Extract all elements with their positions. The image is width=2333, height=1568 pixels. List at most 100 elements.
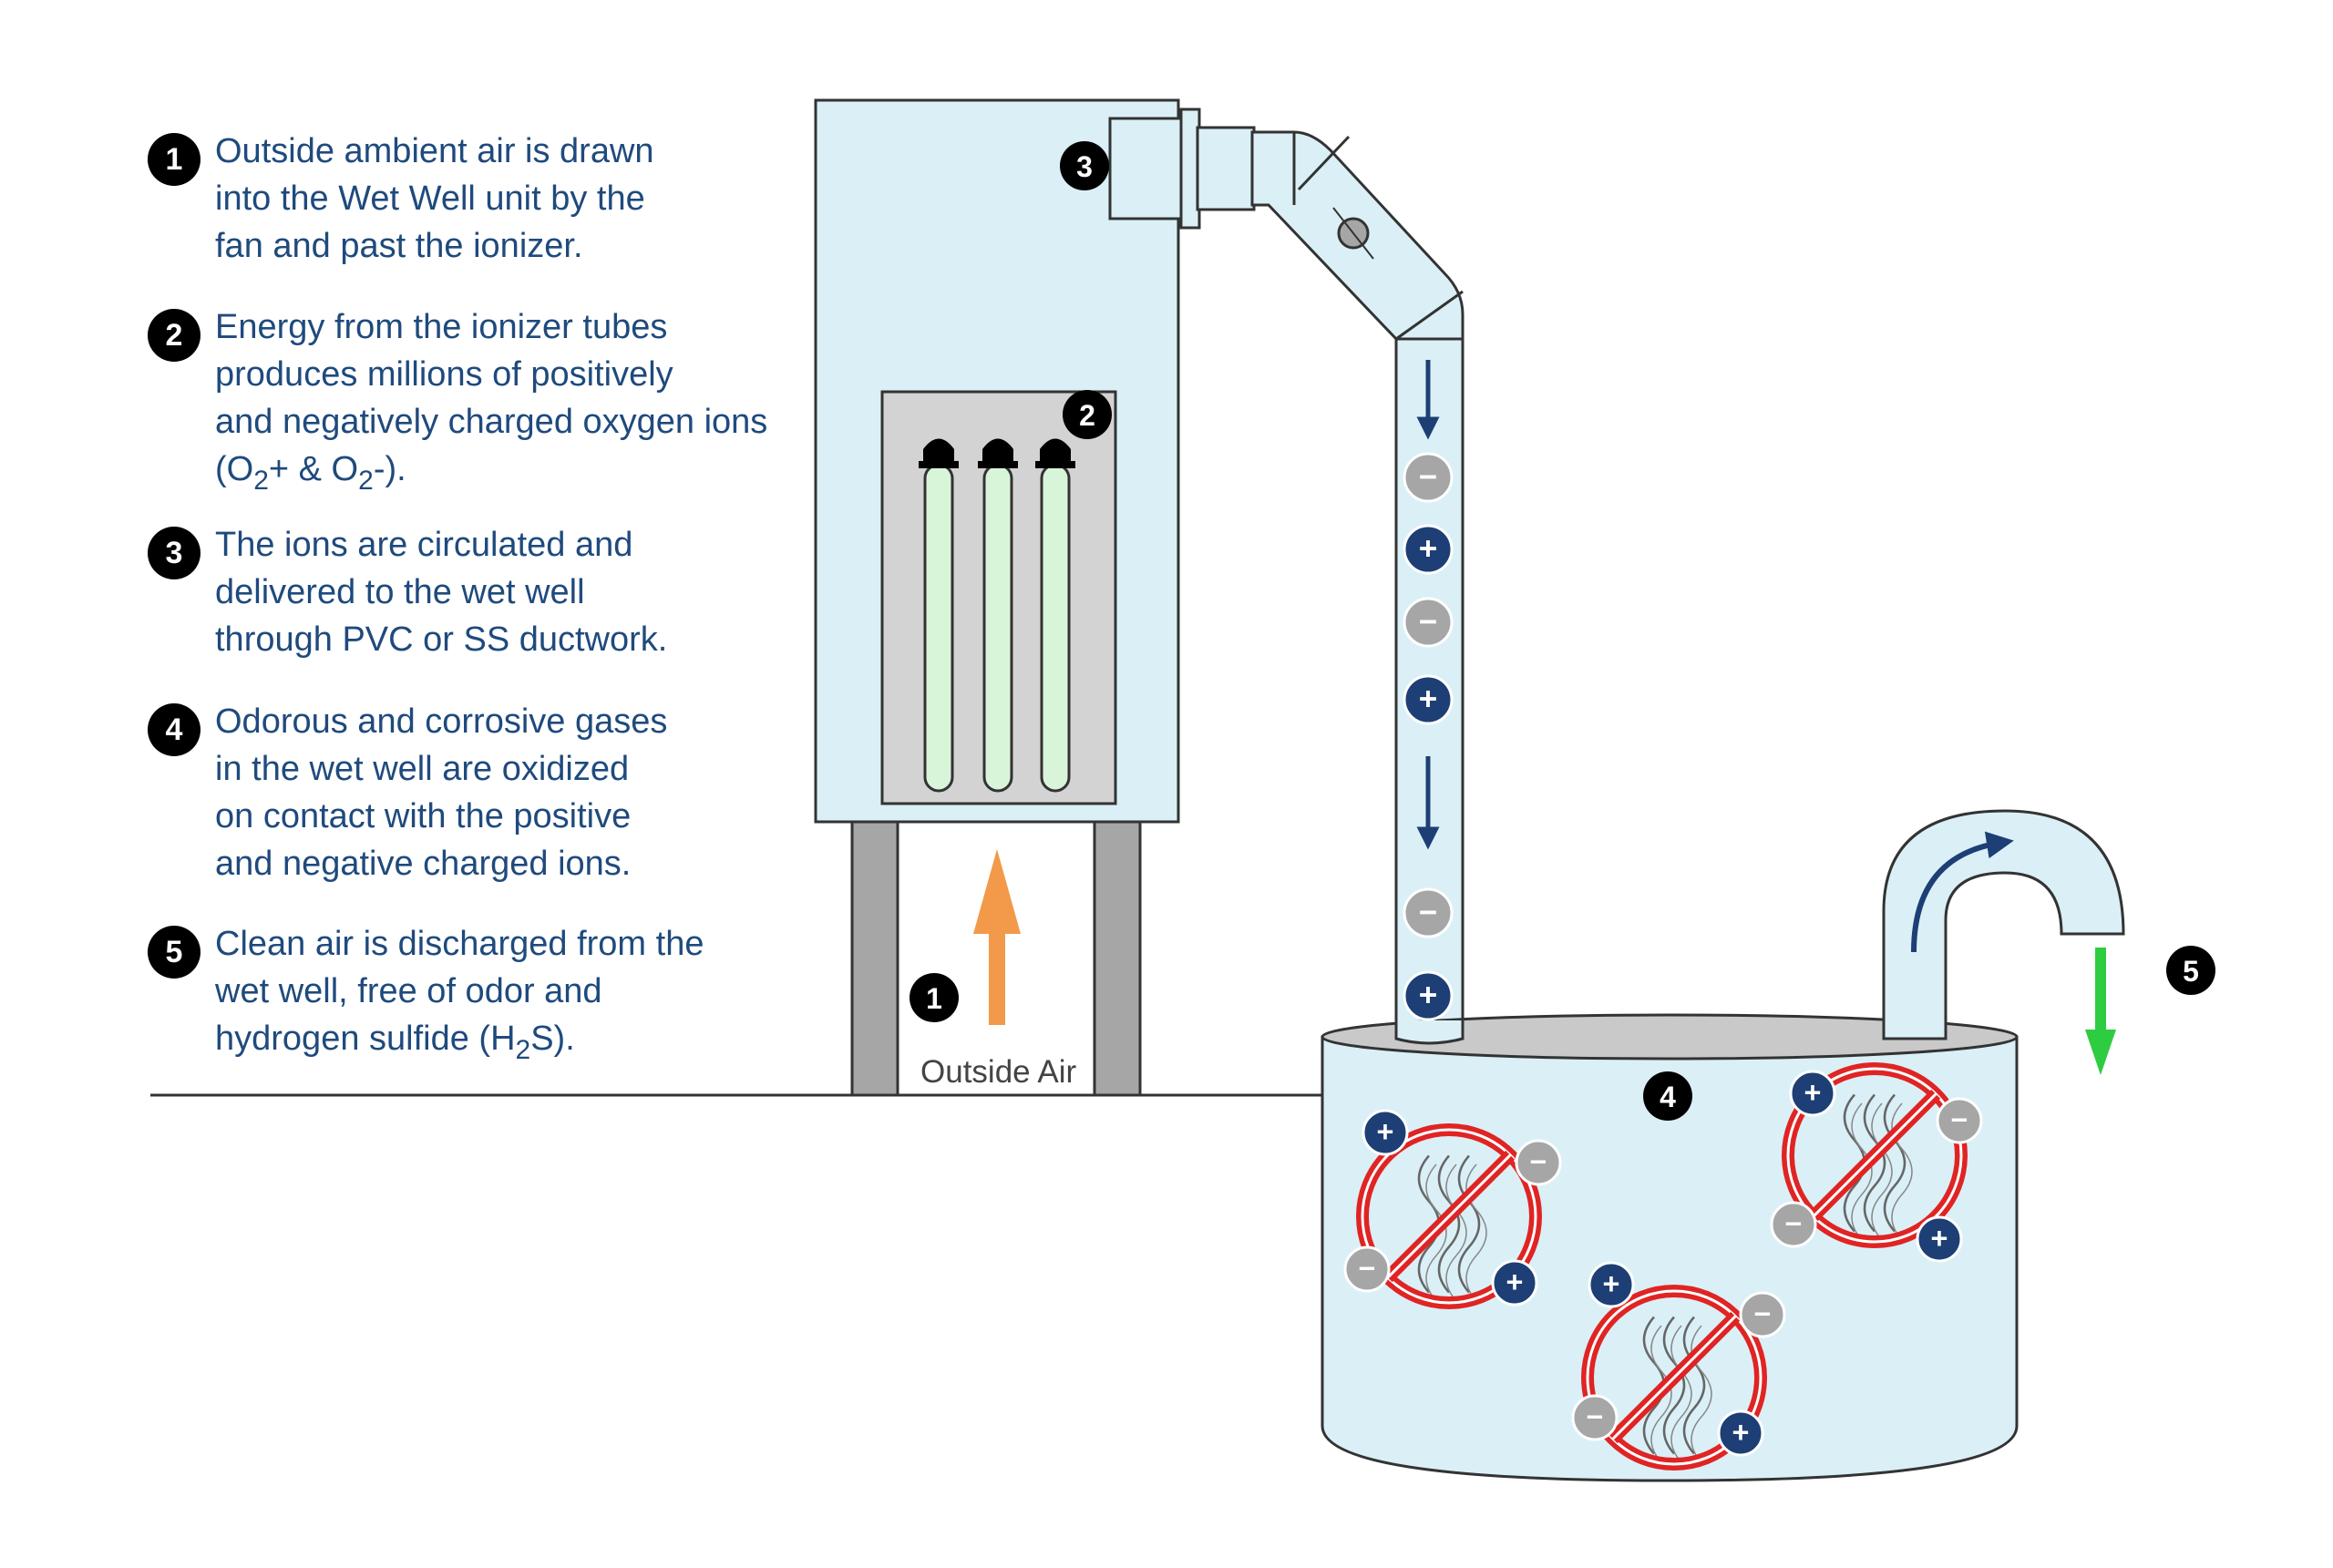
unit-leg-right (1093, 820, 1142, 1097)
positive-ion-icon: + (1789, 1070, 1836, 1117)
ion-circle (1717, 1409, 1764, 1457)
ionizer-tubes (919, 438, 1075, 793)
odor-wave (1425, 1163, 1447, 1302)
step-4-text: Odorous and corrosive gases in the wet w… (215, 698, 871, 887)
formula-part: S). (530, 1020, 575, 1058)
ion-sign: − (1419, 604, 1438, 640)
odor-neutralized-icon (1782, 1062, 1968, 1248)
positive-ion-icon: + (1916, 1215, 1963, 1263)
positive-ion-icon: + (1588, 1261, 1635, 1308)
formula-part: hydrogen sulfide (H (215, 1020, 516, 1058)
tube-cap-base (978, 461, 1018, 468)
negative-ion-icon: − (1403, 887, 1454, 938)
odor-wave (1871, 1102, 1893, 1241)
intake-arrow-head (973, 849, 1021, 934)
ion-circle (1403, 597, 1454, 648)
ion-sign: − (1951, 1103, 1968, 1136)
step-5-number: 5 (148, 926, 200, 979)
step-5-line: wet well, free of odor and (215, 972, 602, 1010)
positive-ion-icon: + (1717, 1409, 1764, 1457)
odor-wave (1863, 1093, 1886, 1233)
ion-circle (1491, 1259, 1538, 1307)
ion-circle (1343, 1245, 1391, 1293)
tube-body (923, 463, 954, 793)
step-4-line: on contact with the positive (215, 797, 632, 835)
no-symbol-slash-inner (1812, 1092, 1937, 1218)
marker-1-circle (910, 973, 959, 1022)
marker-2-circle (1063, 390, 1112, 439)
marker-2-label: 2 (1079, 399, 1095, 432)
odor-wave (1682, 1316, 1706, 1455)
step-3-text: The ions are circulated and delivered to… (215, 521, 871, 663)
step-2-line: Energy from the ionizer tubes (215, 308, 668, 346)
odor-neutralized-icon (1356, 1123, 1542, 1309)
ionizer-tube (1035, 438, 1075, 793)
unit-leg-left (850, 820, 899, 1097)
ion-sign: + (1804, 1076, 1822, 1109)
tube-cap (923, 438, 954, 463)
discharge-arrow-shaft (2095, 948, 2106, 1039)
marker-3-label: 3 (1076, 150, 1093, 183)
ionizer-tube (919, 438, 959, 793)
ion-sign: + (1377, 1115, 1394, 1148)
tube-body (982, 463, 1013, 793)
odor-wave (1437, 1154, 1461, 1294)
formula-part: (O (215, 450, 254, 488)
step-3-line: The ions are circulated and (215, 526, 633, 564)
outside-air-label: Outside Air (920, 1054, 1077, 1090)
fan-box (1108, 117, 1185, 220)
negative-ion-icon: − (1936, 1097, 1983, 1144)
step-4-number: 4 (148, 703, 200, 756)
step-1-line: fan and past the ionizer. (215, 227, 583, 265)
ion-sign: − (1359, 1252, 1376, 1285)
step-2-number: 2 (148, 309, 200, 362)
ion-circle (1403, 970, 1454, 1021)
ion-circle (1403, 524, 1454, 575)
step-2-line: and negatively charged oxygen ions (215, 403, 768, 441)
duct-end (1394, 1020, 1465, 1045)
negative-ion-icon: − (1403, 597, 1454, 648)
odor-wave (1851, 1102, 1873, 1241)
formula-subscript: 2 (358, 466, 374, 496)
tube-cap-base (919, 461, 959, 468)
negative-ion-icon: − (1770, 1201, 1817, 1248)
step-4-line: in the wet well are oxidized (215, 750, 630, 788)
step-3-number: 3 (148, 527, 200, 579)
formula-part: -). (373, 450, 406, 488)
odor-wave (1662, 1316, 1686, 1455)
marker-5-circle (2166, 946, 2215, 995)
odor-wave (1891, 1102, 1913, 1241)
formula-subscript: 2 (253, 466, 269, 496)
ion-circle (1403, 887, 1454, 938)
ion-sign: + (1931, 1222, 1948, 1255)
tube-cap-base (1035, 461, 1075, 468)
ion-sign: + (1419, 978, 1438, 1013)
positive-ion-icon: + (1491, 1259, 1538, 1307)
no-symbol-ring-inner (1586, 1289, 1763, 1466)
negative-ion-icon: − (1571, 1394, 1619, 1441)
negative-ion-icon: − (1343, 1245, 1391, 1293)
step-2-line: produces millions of positively (215, 355, 673, 394)
ion-circle (1936, 1097, 1983, 1144)
ion-circle (1588, 1261, 1635, 1308)
negative-ion-icon: − (1515, 1139, 1562, 1186)
odor-wave (1670, 1325, 1692, 1463)
marker-1: 1 (910, 973, 959, 1022)
odor-wave (1691, 1325, 1712, 1463)
no-symbol-ring-inner (1361, 1128, 1537, 1305)
step-1-number: 1 (148, 133, 200, 186)
marker-5: 5 (2166, 946, 2215, 995)
marker-1-label: 1 (926, 982, 942, 1015)
odor-wave (1883, 1093, 1906, 1233)
intake-arrow-shaft (989, 911, 1005, 1025)
step-4-line: Odorous and corrosive gases (215, 702, 668, 741)
ion-circle (1916, 1215, 1963, 1263)
step-5-text: Clean air is discharged from the wet wel… (215, 920, 871, 1064)
tube-cap (1040, 438, 1071, 463)
ion-circle (1403, 674, 1454, 725)
duct-seam (1297, 135, 1351, 191)
positive-ion-icon: + (1403, 970, 1454, 1021)
ion-circle (1571, 1394, 1619, 1441)
ion-circle (1739, 1291, 1786, 1338)
